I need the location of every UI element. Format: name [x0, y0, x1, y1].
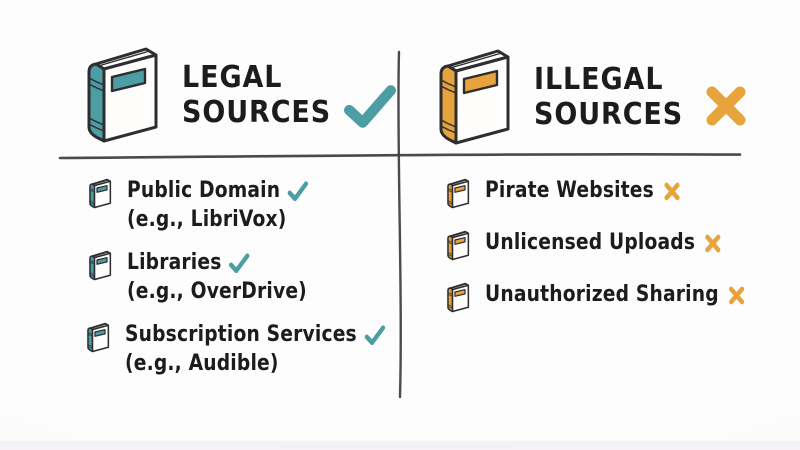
list-item: Unauthorized Sharing [444, 280, 793, 314]
bottom-strip [0, 441, 800, 450]
horizontal-divider [58, 152, 742, 160]
book-icon [444, 229, 472, 262]
check-icon [229, 253, 250, 274]
legal-header: LEGAL SOURCES [76, 42, 396, 148]
legal-title: LEGAL SOURCES [182, 60, 331, 130]
item-label: Unauthorized Sharing [485, 282, 719, 307]
item-example: (e.g., LibriVox) [127, 207, 287, 232]
book-icon [86, 249, 114, 282]
list-item: Libraries (e.g., OverDrive) [86, 248, 339, 306]
check-icon [287, 181, 309, 202]
cross-icon [662, 181, 682, 202]
illegal-title: ILLEGAL SOURCES [534, 62, 683, 132]
list-item: Pirate Websites [444, 176, 717, 210]
book-icon [84, 321, 112, 354]
item-label: Libraries [127, 250, 222, 275]
list-item: Unlicensed Uploads [444, 228, 765, 262]
check-icon [343, 83, 396, 131]
book-icon [444, 281, 472, 314]
legal-title-line1: LEGAL [182, 60, 283, 95]
cross-icon [703, 233, 723, 254]
book-icon [86, 177, 114, 210]
legal-title-line2: SOURCES [182, 95, 332, 130]
book-icon [428, 44, 520, 150]
item-example: (e.g., Audible) [125, 351, 279, 376]
book-icon [76, 42, 168, 148]
check-icon [364, 325, 385, 346]
list-item: Subscription Services (e.g., Audible) [84, 320, 431, 378]
item-label: Unlicensed Uploads [485, 230, 696, 255]
item-example: (e.g., OverDrive) [127, 279, 307, 304]
item-label: Public Domain [127, 178, 281, 203]
list-item: Public Domain (e.g., LibriVox) [86, 176, 340, 234]
item-label: Pirate Websites [485, 178, 654, 203]
item-label: Subscription Services [125, 322, 357, 347]
cross-icon [726, 285, 746, 306]
cross-icon [702, 83, 750, 129]
book-icon [444, 177, 472, 210]
illegal-header: ILLEGAL SOURCES [428, 44, 750, 150]
illegal-title-line1: ILLEGAL [534, 62, 664, 97]
illegal-title-line2: SOURCES [534, 97, 684, 132]
